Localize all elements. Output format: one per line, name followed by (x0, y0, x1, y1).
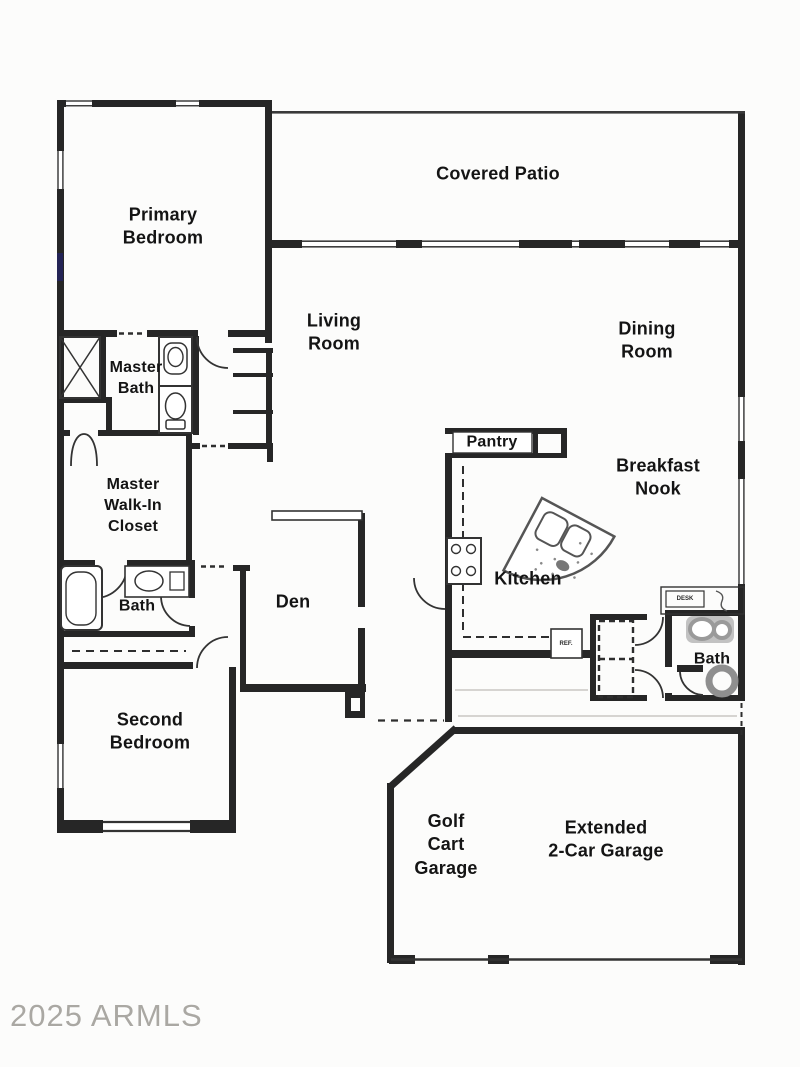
master-bath-fixtures (158, 336, 193, 434)
room-label-kitchen: Kitchen (494, 568, 562, 589)
room-label-breakfast-nook: Breakfast Nook (616, 455, 700, 499)
refrigerator-icon (550, 628, 583, 659)
hall-bath-vanity (124, 565, 190, 598)
room-label-extended-2car-garage: Extended 2-Car Garage (548, 817, 664, 861)
armls-watermark: 2025 ARMLS (10, 998, 203, 1033)
room-label-master-bath: Master Bath (109, 359, 163, 397)
stove-icon (446, 537, 482, 585)
shower-icon (59, 336, 101, 399)
desk-label: DESK (676, 596, 694, 602)
toilet-icon (705, 664, 739, 698)
room-label-master-walk-in-closet: Master Walk-In Closet (104, 475, 162, 535)
room-label-bath-right: Bath (693, 650, 731, 668)
room-label-dining-room: Dining Room (618, 318, 676, 362)
right-bath-sink-icon (686, 616, 734, 643)
room-label-bath-left: Bath (118, 597, 156, 615)
refrigerator-label: REF. (559, 641, 573, 647)
room-label-golf-cart-garage: Golf Cart Garage (414, 810, 478, 878)
den-shelf (271, 510, 363, 521)
room-label-covered-patio: Covered Patio (436, 163, 560, 184)
room-label-den: Den (275, 591, 311, 612)
desk-icon (660, 586, 745, 615)
pantry-label-box (452, 431, 533, 454)
bathtub-icon (60, 565, 103, 631)
room-label-primary-bedroom: Primary Bedroom (122, 204, 204, 248)
room-label-second-bedroom: Second Bedroom (109, 709, 191, 753)
kitchen-island-icon (501, 496, 617, 582)
room-label-living-room: Living Room (306, 310, 362, 354)
room-label-pantry: Pantry (466, 433, 518, 451)
